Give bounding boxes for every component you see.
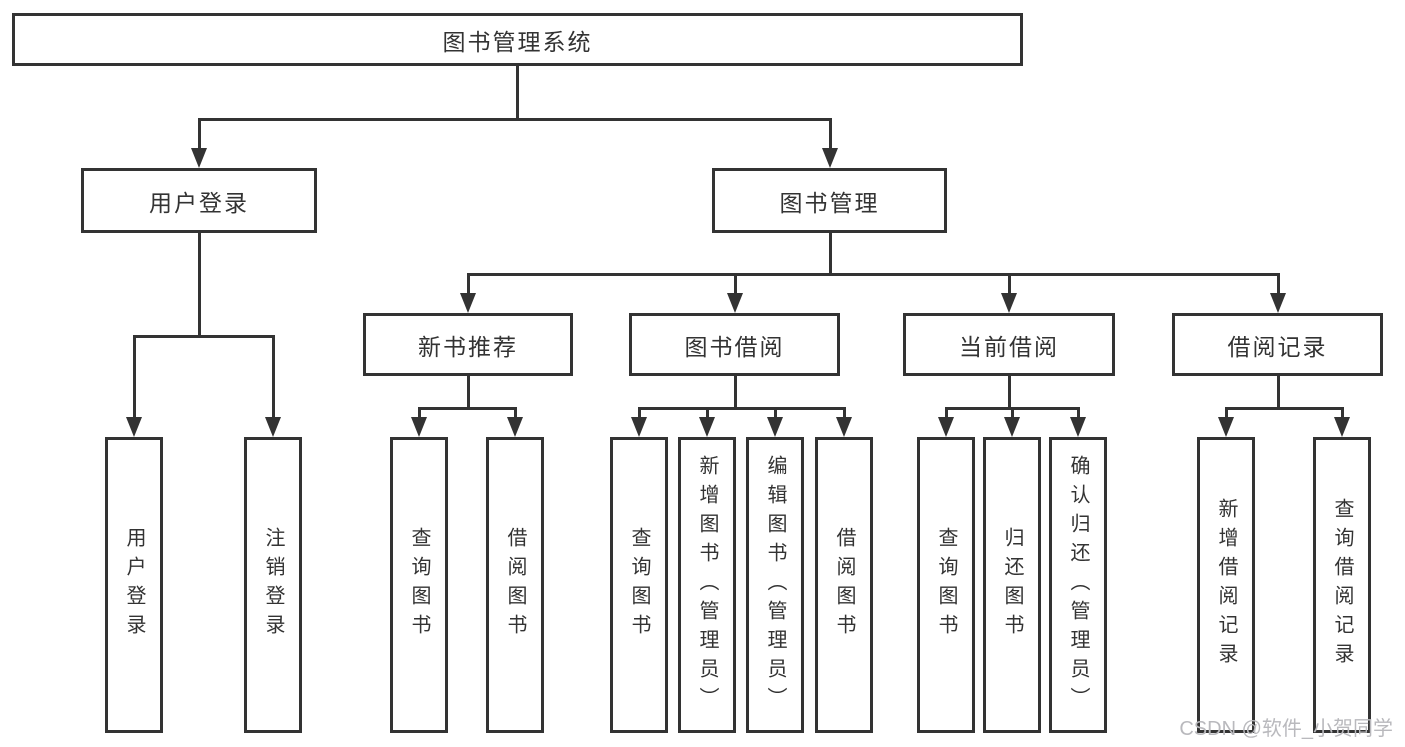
node-label: 新增图书（管理员） <box>696 454 718 716</box>
node-logout: 注销登录 <box>244 437 302 733</box>
connector-line <box>829 118 832 150</box>
node-edit-book-admin: 编辑图书（管理员） <box>746 437 804 733</box>
arrowhead-icon <box>460 293 476 313</box>
node-label: 查询借阅记录 <box>1331 498 1353 672</box>
arrowhead-icon <box>699 417 715 437</box>
arrowhead-icon <box>1218 417 1234 437</box>
connector-line <box>843 407 846 419</box>
arrowhead-icon <box>265 417 281 437</box>
arrowhead-icon <box>1270 293 1286 313</box>
node-label: 查询图书 <box>935 527 957 643</box>
connector-line <box>734 273 737 295</box>
connector-line <box>945 407 948 419</box>
node-return-book: 归还图书 <box>983 437 1041 733</box>
node-label: 借阅图书 <box>504 527 526 643</box>
arrowhead-icon <box>1070 417 1086 437</box>
arrowhead-icon <box>1334 417 1350 437</box>
connector-line <box>638 407 641 419</box>
connector-line <box>133 335 275 338</box>
node-label: 用户登录 <box>123 527 145 643</box>
connector-line <box>467 273 470 295</box>
connector-line <box>638 407 846 410</box>
node-label: 确认归还（管理员） <box>1067 454 1089 716</box>
node-label: 图书借阅 <box>684 333 785 360</box>
connector-line <box>1008 376 1011 410</box>
arrowhead-icon <box>767 417 783 437</box>
node-new-book-recommend: 新书推荐 <box>363 313 573 376</box>
node-query-books-recommend: 查询图书 <box>390 437 448 733</box>
node-user-login-leaf: 用户登录 <box>105 437 163 733</box>
node-label: 用户登录 <box>149 189 249 216</box>
node-label: 编辑图书（管理员） <box>764 454 786 716</box>
connector-line <box>516 66 519 121</box>
connector-line <box>418 407 421 419</box>
node-book-management: 图书管理 <box>712 168 947 233</box>
connector-line <box>1077 407 1080 419</box>
connector-line <box>272 335 275 419</box>
arrowhead-icon <box>191 148 207 168</box>
node-query-books-current: 查询图书 <box>917 437 975 733</box>
node-add-borrow-record: 新增借阅记录 <box>1197 437 1255 733</box>
connector-line <box>829 233 832 276</box>
connector-line <box>133 335 136 419</box>
connector-line <box>1277 376 1280 410</box>
arrowhead-icon <box>507 417 523 437</box>
node-label: 图书管理系统 <box>442 28 593 55</box>
arrowhead-icon <box>1001 293 1017 313</box>
node-borrow-book: 借阅图书 <box>815 437 873 733</box>
connector-line <box>734 376 737 410</box>
node-label: 新书推荐 <box>418 333 518 360</box>
connector-line <box>1225 407 1228 419</box>
node-label: 当前借阅 <box>959 333 1059 360</box>
connector-line <box>467 376 470 410</box>
arrowhead-icon <box>411 417 427 437</box>
node-label: 归还图书 <box>1001 527 1023 643</box>
node-library-system: 图书管理系统 <box>12 13 1023 66</box>
connector-line <box>514 407 517 419</box>
connector-line <box>198 118 201 150</box>
node-user-login: 用户登录 <box>81 168 317 233</box>
arrowhead-icon <box>727 293 743 313</box>
node-label: 借阅记录 <box>1227 333 1328 360</box>
node-query-borrow-record: 查询借阅记录 <box>1313 437 1371 733</box>
arrowhead-icon <box>836 417 852 437</box>
node-add-book-admin: 新增图书（管理员） <box>678 437 736 733</box>
arrowhead-icon <box>822 148 838 168</box>
connector-line <box>467 273 1279 276</box>
connector-line <box>1008 273 1011 295</box>
connector-line <box>418 407 517 410</box>
arrowhead-icon <box>631 417 647 437</box>
connector-line <box>1011 407 1014 419</box>
node-query-books-borrow: 查询图书 <box>610 437 668 733</box>
connector-line <box>1277 273 1280 295</box>
node-book-borrow: 图书借阅 <box>629 313 840 376</box>
watermark: CSDN @软件_小贺同学 <box>1179 718 1393 740</box>
node-label: 查询图书 <box>408 527 430 643</box>
node-label: 查询图书 <box>628 527 650 643</box>
connector-line <box>198 118 832 121</box>
node-label: 注销登录 <box>262 527 284 643</box>
arrowhead-icon <box>938 417 954 437</box>
connector-line <box>1341 407 1344 419</box>
node-borrow-books-recommend: 借阅图书 <box>486 437 544 733</box>
arrowhead-icon <box>126 417 142 437</box>
node-current-borrow: 当前借阅 <box>903 313 1115 376</box>
connector-line <box>1225 407 1344 410</box>
connector-line <box>774 407 777 419</box>
connector-line <box>706 407 709 419</box>
connector-line <box>198 233 201 338</box>
node-confirm-return-admin: 确认归还（管理员） <box>1049 437 1107 733</box>
node-borrow-records: 借阅记录 <box>1172 313 1383 376</box>
arrowhead-icon <box>1004 417 1020 437</box>
node-label: 图书管理 <box>779 189 880 216</box>
node-label: 借阅图书 <box>833 527 855 643</box>
node-label: 新增借阅记录 <box>1215 498 1237 672</box>
